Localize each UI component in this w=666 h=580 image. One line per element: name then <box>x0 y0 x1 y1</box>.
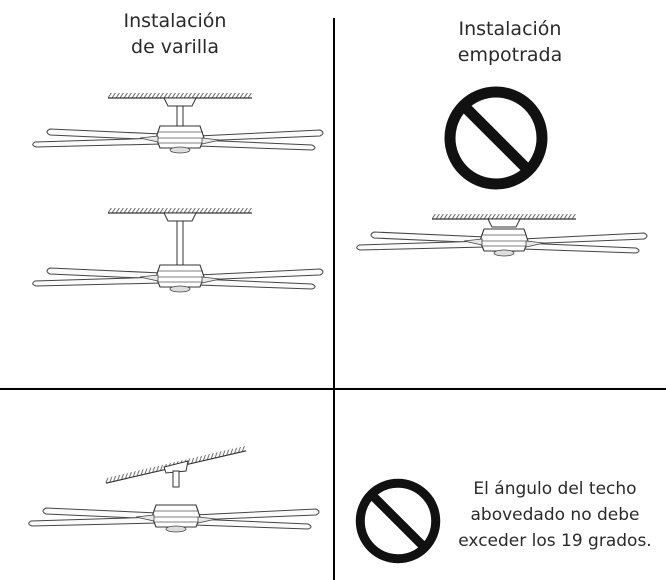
long-downrod-fan <box>32 207 324 293</box>
flush-installation-title-line2: empotrada <box>457 44 563 66</box>
sloped-ceiling-note-line2: abovedado no debe <box>470 505 640 525</box>
rod-installation-title: Instalación de varilla <box>60 8 290 60</box>
prohibited-icon <box>360 483 435 558</box>
prohibited-icon <box>450 92 542 184</box>
flush-installation-title: Instalación empotrada <box>395 16 625 68</box>
short-downrod-fan <box>32 92 324 154</box>
flush-installation-title-line1: Instalación <box>458 18 562 40</box>
rod-installation-title-line1: Instalación <box>123 10 227 32</box>
sloped-ceiling-note: El ángulo del techo abovedado no debe ex… <box>450 476 660 554</box>
sloped-ceiling-note-line3: exceder los 19 grados. <box>458 531 652 551</box>
flush-mount-fan <box>356 213 648 257</box>
rod-installation-title-line2: de varilla <box>131 36 219 58</box>
sloped-ceiling-fan <box>28 445 320 533</box>
sloped-ceiling-note-line1: El ángulo del techo <box>473 479 637 499</box>
